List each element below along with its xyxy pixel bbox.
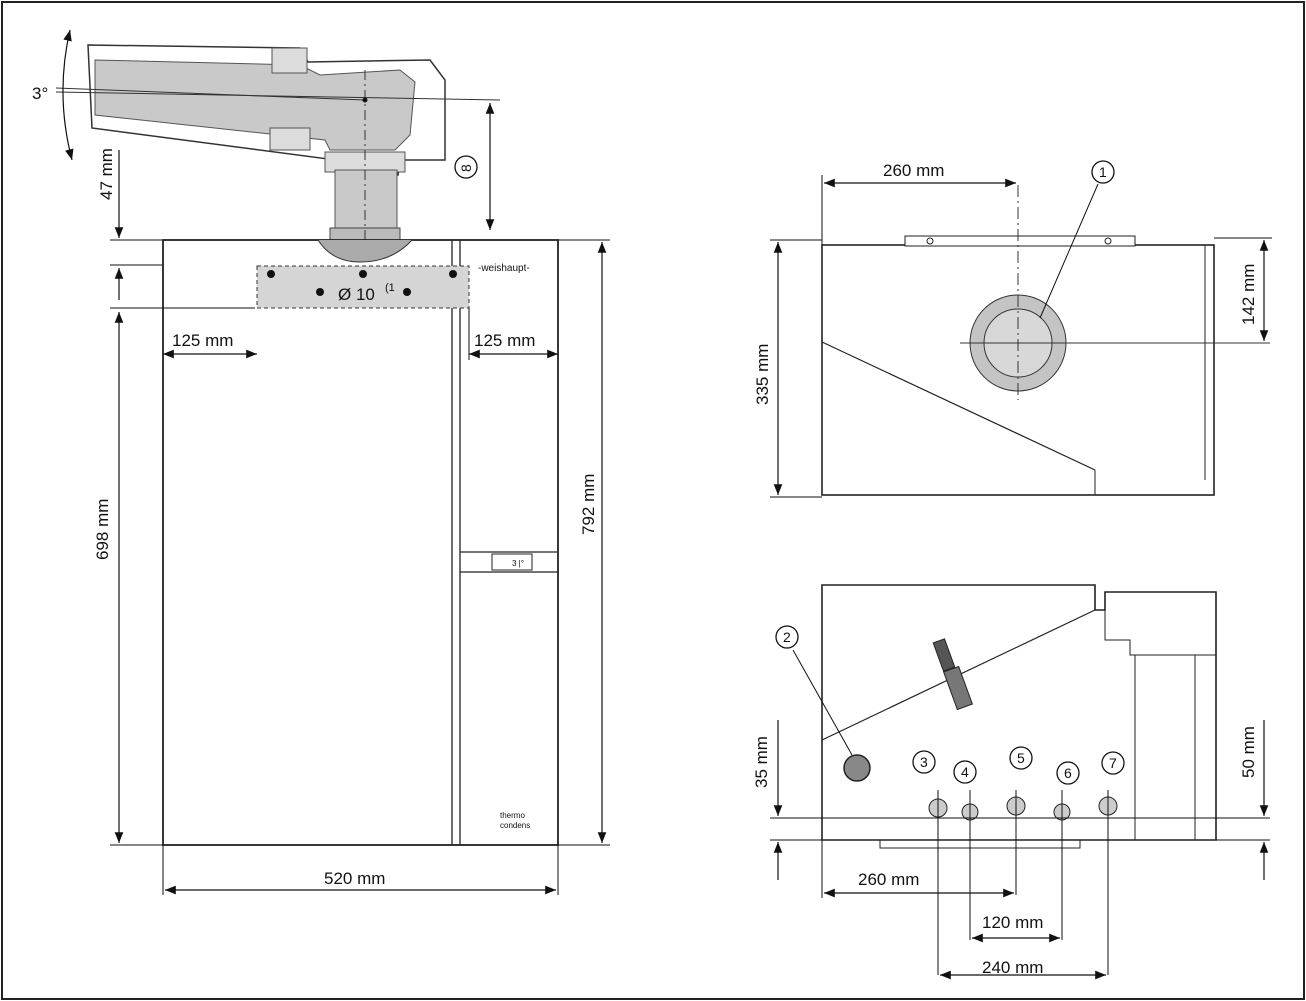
bottom-body <box>821 584 1217 841</box>
dim-520: 520 mm <box>324 869 385 888</box>
callout-6-label: 6 <box>1064 765 1072 781</box>
callout-3-label: 3 <box>920 754 928 770</box>
sensor-probe <box>932 638 973 711</box>
connection-4: 4 <box>953 760 979 940</box>
boiler-body <box>162 239 559 846</box>
front-view: 3° 8 47 mm 3 |° -weishaupt- thermo conde… <box>32 29 610 895</box>
angle-arc <box>62 29 74 161</box>
brand-label: -weishaupt- <box>478 263 530 274</box>
hole-footnote: (1 <box>385 282 395 294</box>
display-text: 3 |° <box>512 559 524 568</box>
bottom-dim-35: 35 mm <box>752 736 771 788</box>
callout-1-label: 1 <box>1099 164 1107 180</box>
top-dim-260: 260 mm <box>883 161 944 180</box>
connection-6: 6 <box>1053 761 1080 940</box>
top-view: 1 260 mm 335 mm 142 mm <box>753 160 1272 498</box>
dim-47: 47 mm <box>97 148 116 200</box>
bottom-dim-50: 50 mm <box>1239 726 1258 778</box>
callout-8-circle <box>454 155 478 179</box>
dim-125-left: 125 mm <box>172 331 233 350</box>
callout-8-label: 8 <box>458 164 474 172</box>
bottom-view: 2 3 4 5 6 7 <box>752 584 1270 980</box>
flue-pipe <box>55 44 501 243</box>
callout-5-label: 5 <box>1017 750 1025 766</box>
logo-line1: thermo <box>500 811 525 820</box>
dim-125-right: 125 mm <box>474 331 535 350</box>
hole-diameter: Ø 10 <box>338 285 375 304</box>
callout-2-label: 2 <box>783 629 791 645</box>
callout-7-label: 7 <box>1109 755 1117 771</box>
bottom-dim-120: 120 mm <box>982 913 1043 932</box>
bottom-dim-260: 260 mm <box>858 870 919 889</box>
connection-7: 7 <box>1098 751 1125 975</box>
dim-698: 698 mm <box>93 499 112 560</box>
display-panel <box>491 553 533 571</box>
angle-label: 3° <box>32 84 48 103</box>
bottom-dim-240: 240 mm <box>982 958 1043 977</box>
dim-792: 792 mm <box>579 474 598 535</box>
top-dim-335: 335 mm <box>753 344 772 405</box>
logo-line2: condens <box>500 821 530 830</box>
connection-3: 3 <box>912 750 948 975</box>
callout-4-label: 4 <box>961 764 969 780</box>
connection-5: 5 <box>1006 746 1033 895</box>
top-dim-142: 142 mm <box>1239 264 1258 325</box>
